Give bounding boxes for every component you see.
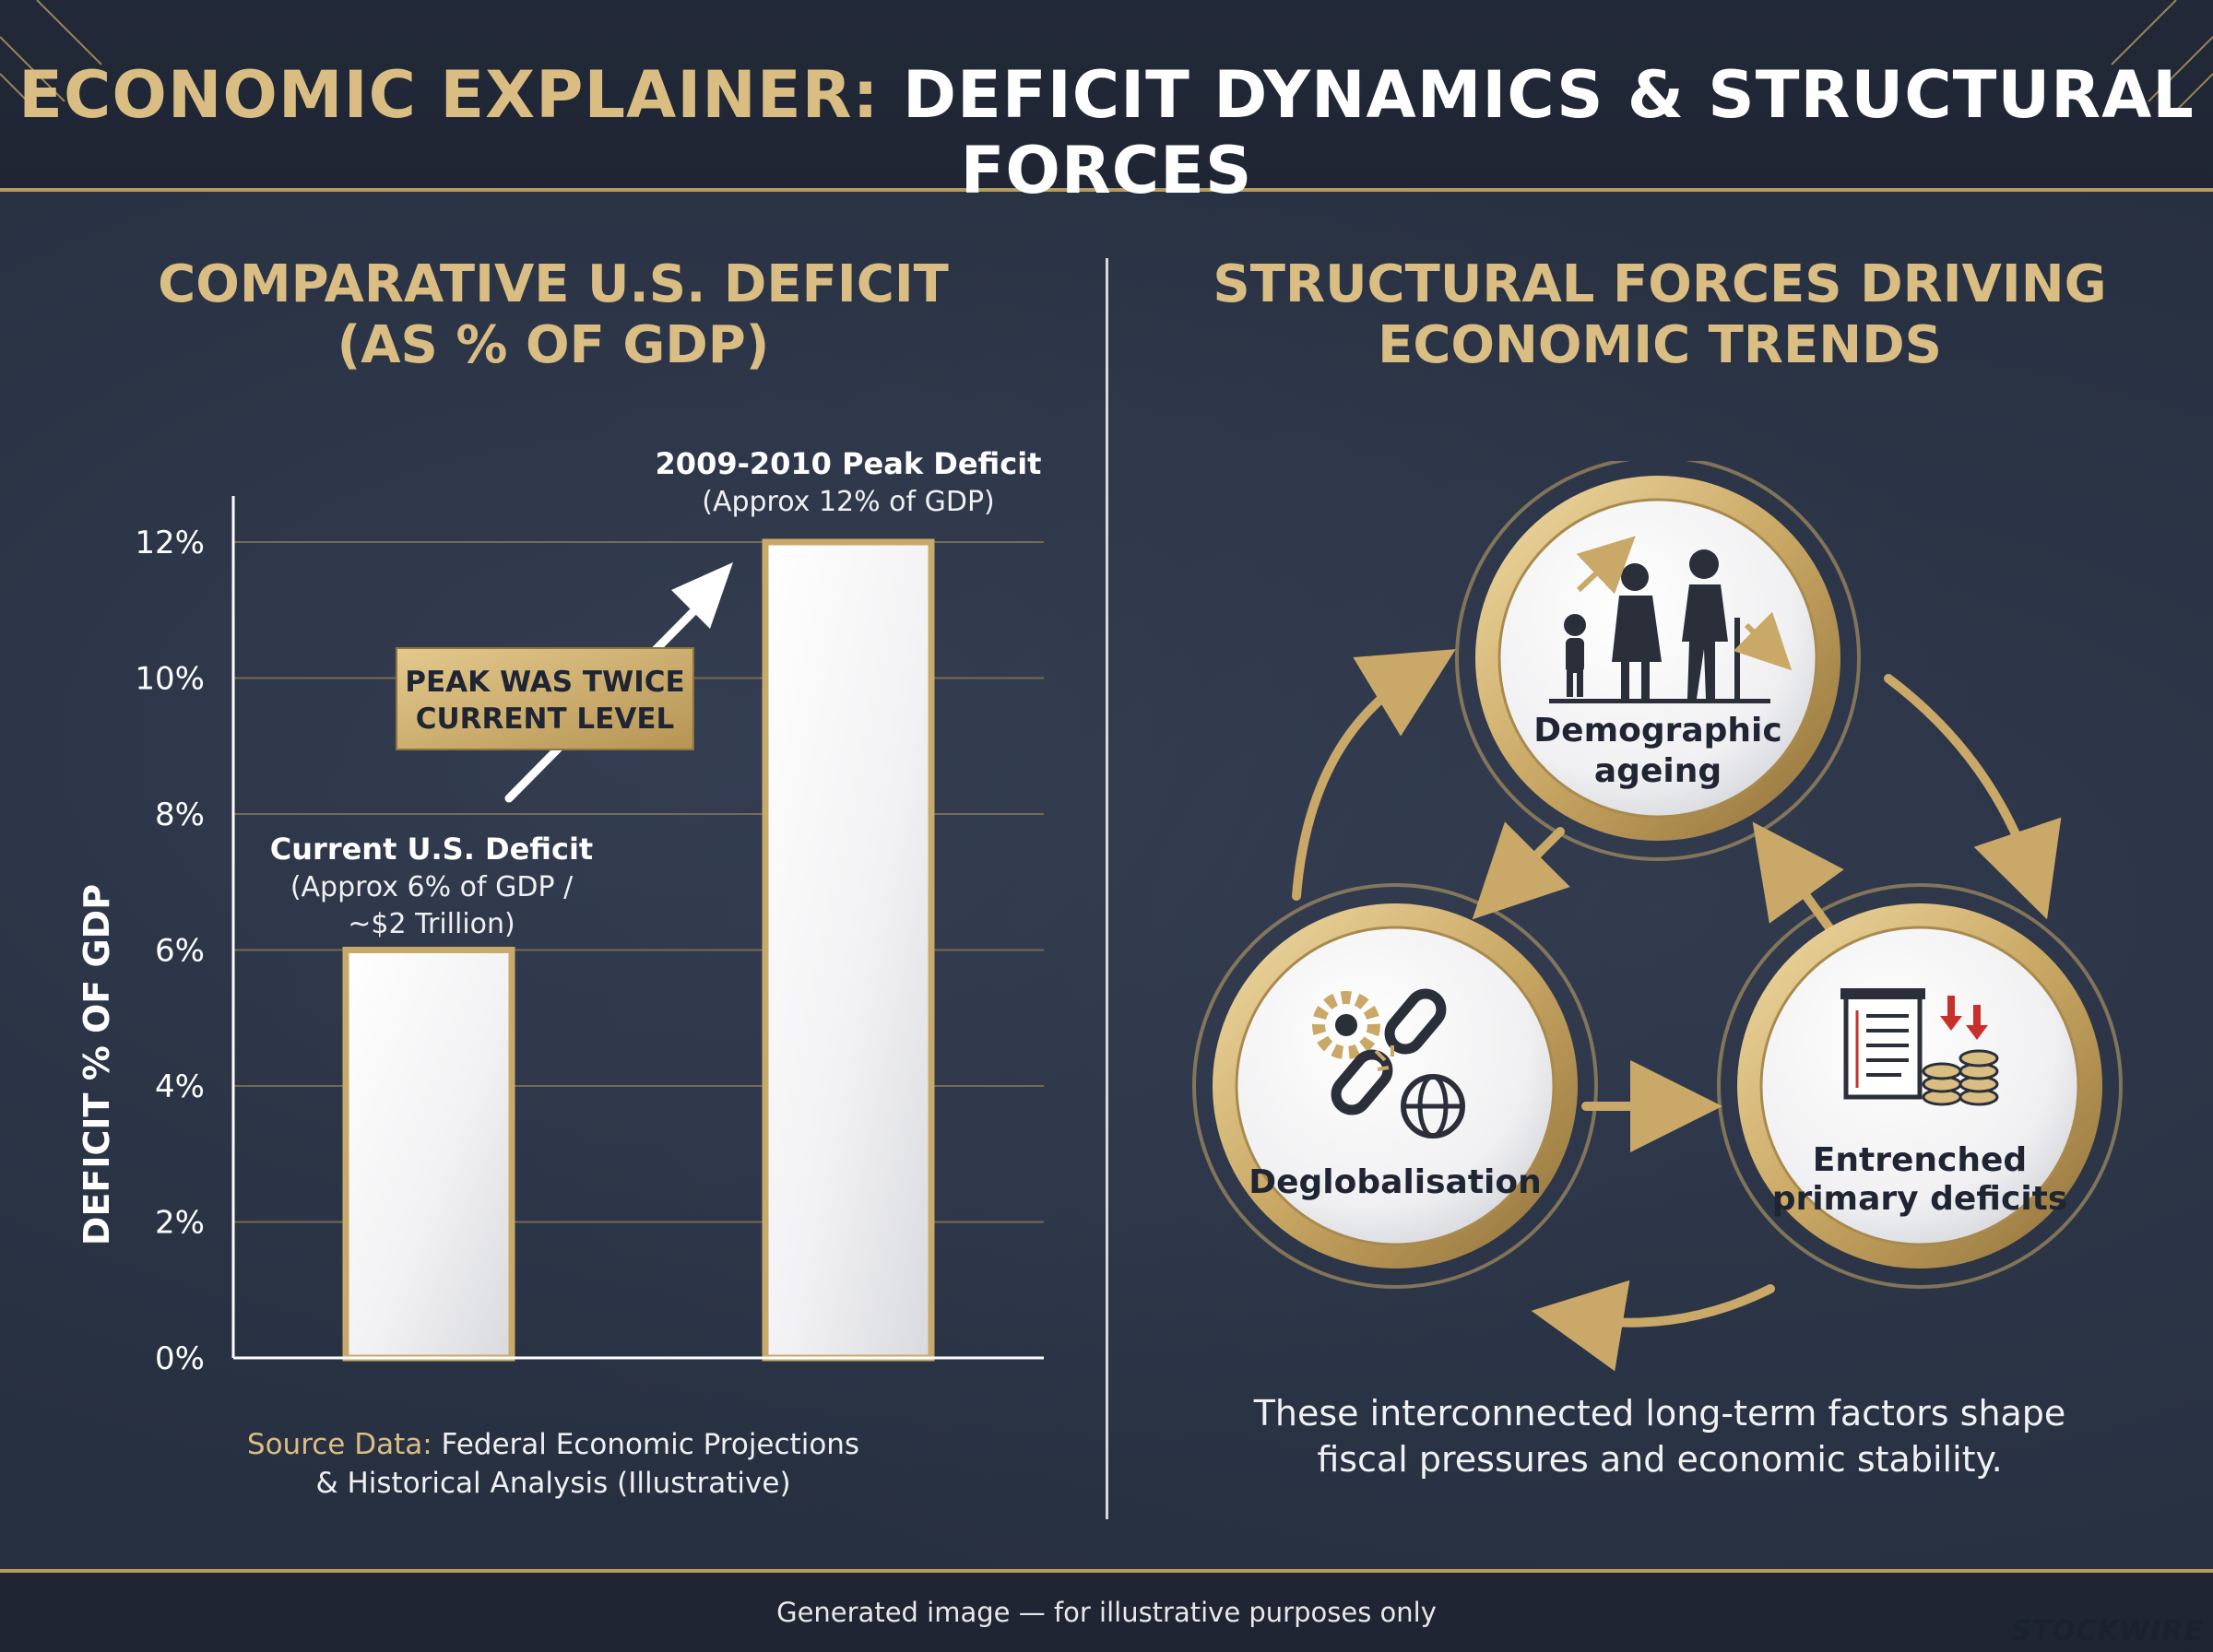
footer-bar	[0, 1569, 2213, 1652]
peak-deficit-detail: (Approx 12% of GDP)	[702, 486, 995, 518]
demographic-label-2: ageing	[1594, 752, 1722, 790]
closing-line-1: These interconnected long-term factors s…	[1253, 1393, 2066, 1434]
demographic-label-1: Demographic	[1533, 712, 1781, 749]
page-title-main: DEFICIT DYNAMICS & STRUCTURAL FORCES	[879, 57, 2195, 208]
y-tick-label: 4%	[155, 1068, 205, 1105]
y-tick-label: 6%	[155, 933, 205, 970]
ledger-coins-down-arrows-icon	[1840, 988, 1999, 1106]
peak-callout-box: PEAK WAS TWICE CURRENT LEVEL	[396, 647, 694, 750]
right-section-title: STRUCTURAL FORCES DRIVING ECONOMIC TREND…	[1153, 254, 2167, 376]
y-tick-label: 8%	[155, 796, 205, 833]
broken-chain-gear-globe-icon	[1312, 988, 1465, 1139]
left-title-line2: (AS % OF GDP)	[337, 315, 770, 375]
current-deficit-detail-1: (Approx 6% of GDP /	[290, 871, 574, 903]
callout-line-1: PEAK WAS TWICE	[405, 666, 684, 699]
y-axis-title: DEFICIT % OF GDP	[77, 884, 117, 1245]
source-text: Federal Economic Projections	[432, 1428, 860, 1461]
peak-deficit-label: 2009-2010 Peak Deficit	[656, 446, 1042, 481]
source-line-2: & Historical Analysis (Illustrative)	[315, 1467, 791, 1500]
bar-peak-deficit	[762, 538, 935, 1362]
chart-source-note: Source Data: Federal Economic Projection…	[231, 1425, 876, 1503]
y-tick-label: 10%	[135, 661, 205, 698]
brand-logo: STOCKWIRE X	[2011, 1615, 2204, 1652]
y-tick-label: 2%	[155, 1205, 205, 1242]
closing-line-2: fiscal pressures and economic stability.	[1317, 1439, 2003, 1480]
page-title: ECONOMIC EXPLAINER: DEFICIT DYNAMICS & S…	[0, 57, 2213, 208]
y-tick-label: 0%	[155, 1340, 205, 1377]
node-demographic-ageing: Demographic ageing	[1455, 461, 1861, 861]
section-divider	[1106, 258, 1108, 1519]
y-tick-label: 12%	[135, 525, 205, 561]
callout-line-2: CURRENT LEVEL	[416, 702, 675, 736]
closing-statement: These interconnected long-term factors s…	[1162, 1390, 2158, 1482]
header-decoration	[0, 0, 2213, 112]
node-entrenched-deficits: Entrenched primary deficits	[1717, 883, 2123, 1289]
header-bar: ECONOMIC EXPLAINER: DEFICIT DYNAMICS & S…	[0, 0, 2213, 208]
structural-forces-diagram: Demographic ageing Deglobalisation	[1192, 461, 2123, 1372]
current-deficit-label: Current U.S. Deficit	[270, 832, 593, 867]
family-ageing-icon	[1549, 549, 1770, 703]
right-title-line1: STRUCTURAL FORCES DRIVING	[1213, 254, 2107, 314]
deficits-label-1: Entrenched	[1813, 1141, 2027, 1179]
left-section-title: COMPARATIVE U.S. DEFICIT (AS % OF GDP)	[129, 254, 977, 376]
left-title-line1: COMPARATIVE U.S. DEFICIT	[158, 254, 949, 314]
deficit-bar-chart: 0% 2% 4% 6% 8% 10% 12% DEFICIT % OF GDP Curren…	[77, 446, 1044, 1377]
deglobalisation-label: Deglobalisation	[1249, 1163, 1542, 1201]
right-title-line2: ECONOMIC TRENDS	[1378, 315, 1942, 375]
cycle-arrows	[1292, 649, 2062, 1372]
page-title-prefix: ECONOMIC EXPLAINER:	[18, 57, 880, 133]
source-label: Source Data:	[246, 1428, 432, 1461]
node-deglobalisation: Deglobalisation	[1192, 883, 1598, 1289]
current-deficit-detail-2: ~$2 Trillion)	[348, 908, 515, 940]
deficits-label-2: primary deficits	[1772, 1180, 2068, 1218]
footer-disclaimer: Generated image — for illustrative purpo…	[776, 1597, 1437, 1628]
inner-arrows	[1472, 821, 1844, 1152]
bar-current-deficit	[342, 947, 515, 1362]
